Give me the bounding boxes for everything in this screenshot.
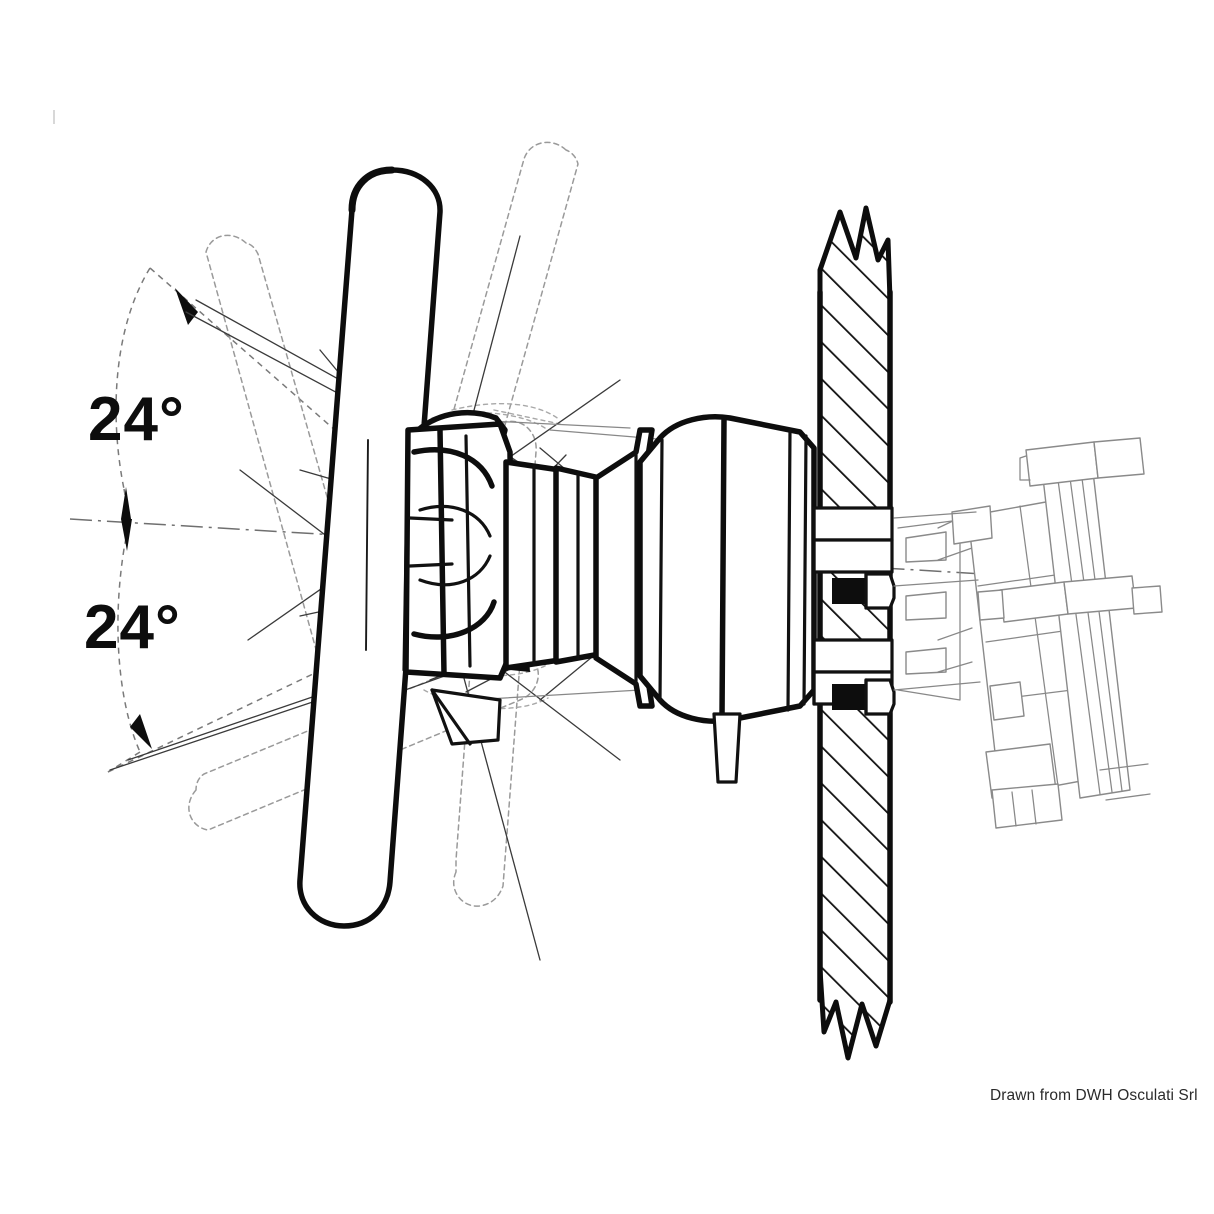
propeller-blade-ghost-lower-right [453, 420, 537, 907]
angle-label-lower: 24° [84, 593, 181, 662]
angle-tick-upper [121, 487, 131, 519]
projection-lines-right [893, 511, 981, 691]
angle-tick-lower [121, 519, 132, 551]
saildrive-gearbox-body [637, 414, 817, 724]
anode-tab [712, 712, 742, 784]
credit-caption: Drawn from DWH Osculati Srl [990, 1087, 1198, 1104]
hull-bulkhead-section [817, 205, 893, 1061]
tapered-cone-nut [503, 459, 603, 671]
angle-arrow-lower [130, 714, 152, 749]
angle-dimension-lower [107, 519, 521, 773]
angle-label-lower-group: 24° [84, 593, 181, 662]
angle-label-upper: 24° [88, 385, 185, 454]
angle-label-upper-group: 24° [88, 385, 185, 454]
propeller-blade-lower-solid [348, 166, 396, 214]
mounting-bracket-assembly [897, 437, 1163, 829]
mounting-studs [832, 572, 896, 716]
